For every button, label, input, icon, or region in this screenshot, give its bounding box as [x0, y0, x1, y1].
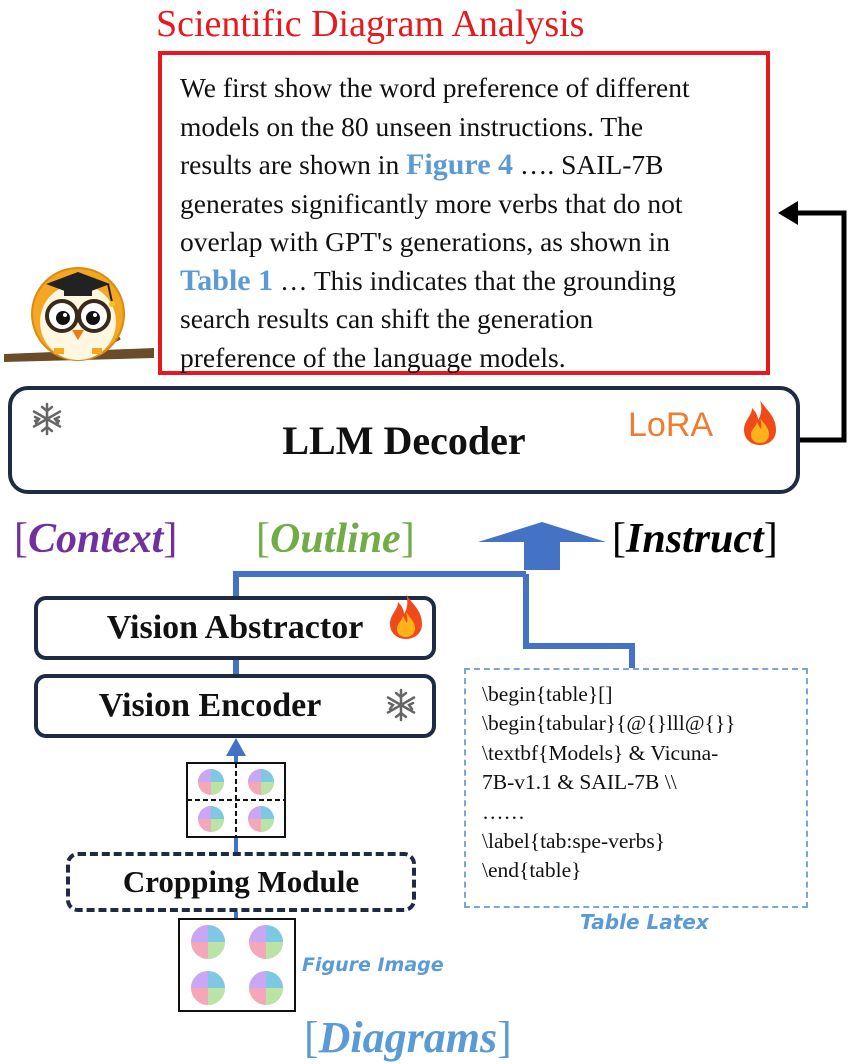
latex-line: 7B-v1.1 & SAIL-7B \\ [482, 770, 677, 795]
latex-line: \end{table} [482, 858, 582, 883]
diagram-title: Scientific Diagram Analysis [156, 3, 585, 45]
vision-encoder-box: Vision Encoder [34, 674, 436, 738]
fire-icon [390, 594, 422, 639]
tag-word: Diagrams [318, 1013, 498, 1062]
figure-reference: Figure 4 [406, 148, 514, 181]
tag-bracket: ] [497, 1013, 512, 1062]
cropping-module-box: Cropping Module [66, 852, 416, 912]
analysis-line: models on the 80 unseen instructions. Th… [180, 110, 644, 142]
llm-decoder-box [8, 386, 800, 494]
analysis-line: We first show the word preference of dif… [180, 72, 690, 103]
tag-bracket: [ [304, 1013, 319, 1062]
snowflake-icon [386, 688, 416, 722]
tag-bracket: ] [400, 516, 415, 562]
latex-line: …… [482, 799, 525, 824]
pie-chart-thumbnail-icon [191, 925, 283, 1005]
analysis-output-box: We first show the word preference of dif… [158, 51, 770, 375]
outline-tag: [Outline] [256, 514, 415, 564]
figure-image-thumbnail [178, 918, 296, 1012]
snowflake-icon [32, 402, 62, 436]
tag-bracket: ] [763, 516, 778, 562]
analysis-line: overlap with GPT's generations, as shown… [180, 226, 670, 257]
cropped-image-grid [186, 762, 286, 838]
latex-line: \begin{tabular}{@{}lll@{}} [482, 711, 736, 736]
pie-chart-thumbnail-icon [198, 769, 274, 832]
vision-encoder-label: Vision Encoder [98, 687, 322, 724]
owl-mascot-icon [4, 267, 154, 362]
output-feedback-arrow [796, 210, 847, 443]
tag-word: Context [28, 516, 164, 562]
analysis-line: results are shown in Figure 4 …. SAIL-7B [180, 146, 754, 185]
analysis-line: generates significantly more verbs that … [180, 187, 683, 219]
latex-line: \textbf{Models} & Vicuna- [482, 740, 719, 765]
analysis-line: search results can shift the generation [180, 303, 594, 334]
analysis-line: preference of the language models. [180, 341, 566, 373]
cropping-module-label: Cropping Module [122, 864, 360, 899]
tag-bracket: [ [256, 516, 270, 562]
tag-word: Instruct [626, 516, 764, 562]
figure-image-caption: Figure Image [302, 954, 444, 976]
context-tag: [Context] [14, 514, 177, 564]
instruct-tag: [Instruct] [612, 514, 778, 564]
vision-abstractor-box: Vision Abstractor [34, 596, 436, 660]
latex-line: \label{tab:spe-verbs} [482, 829, 666, 854]
tag-word: Outline [270, 516, 401, 562]
llm-decoder-label: LLM Decoder [282, 417, 526, 463]
vision-feed-line [233, 571, 526, 596]
output-feedback-arrowhead [778, 201, 798, 225]
analysis-text-segment: …. SAIL-7B [513, 149, 664, 180]
table-latex-box: \begin{table}[] \begin{tabular}{@{}lll@{… [464, 668, 808, 908]
tag-bracket: [ [14, 516, 28, 562]
table-latex-caption: Table Latex [580, 910, 709, 934]
tag-bracket: ] [163, 516, 178, 562]
latex-feed-line [523, 574, 635, 668]
input-arrow [478, 522, 606, 570]
vision-abstractor-label: Vision Abstractor [106, 609, 364, 646]
analysis-line: Table 1 … This indicates that the ground… [180, 262, 754, 301]
analysis-text-segment: … This indicates that the grounding [273, 264, 676, 296]
analysis-text-segment: results are shown in [180, 149, 407, 180]
lora-label: LoRA [628, 406, 714, 444]
table-reference: Table 1 [180, 263, 274, 297]
diagrams-tag: [Diagrams] [304, 1012, 512, 1064]
fire-icon [744, 400, 776, 445]
crop-to-encoder-arrowhead [226, 738, 246, 756]
tag-bracket: [ [612, 516, 626, 562]
latex-line: \begin{table}[] [482, 682, 613, 706]
